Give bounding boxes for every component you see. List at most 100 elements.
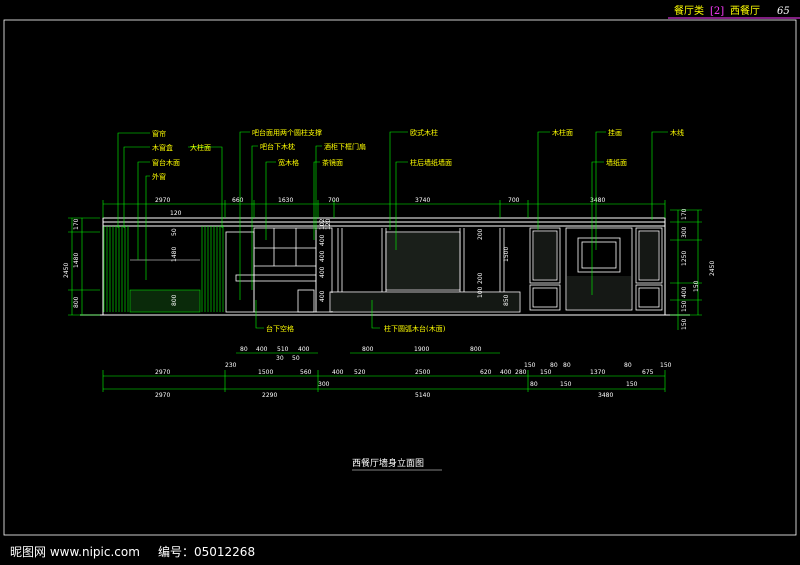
dim-b2t-2: 150 (524, 362, 536, 369)
dim-right-1: 170 (681, 208, 688, 220)
dim-top-5: 3740 (415, 197, 430, 204)
dim-b2t-4: 80 (563, 362, 571, 369)
dim-left-4: 2450 (63, 263, 70, 278)
dim-mid-9: 850 (503, 294, 510, 306)
label-wide-wood-grid: 宽木格 (278, 158, 299, 167)
dim-b1-1: 80 (240, 346, 248, 353)
dim-b2-2: 1500 (258, 369, 273, 376)
dim-b1-6: 1900 (414, 346, 429, 353)
dim-b2t-6: 150 (660, 362, 672, 369)
dim-left-5: 50 (171, 228, 178, 236)
left-dimension-lines (68, 217, 100, 316)
right-dimension-lines (670, 209, 702, 330)
arc-wood-platform (331, 293, 519, 311)
dim-right-6: 150 (681, 300, 688, 312)
dim-left-2: 1480 (73, 253, 80, 268)
leader-lines (117, 131, 668, 329)
dim-mid-4: 400 (319, 250, 326, 262)
dim-right-7: 150 (693, 280, 700, 292)
dim-mid-10: 200 (477, 272, 484, 284)
drawing-title: 西餐厅墙身立面图 (352, 457, 424, 469)
dim-b3-3: 5140 (415, 392, 430, 399)
label-wine-cabinet-door: 酒柜下框门扇 (324, 142, 366, 151)
dim-right-2: 300 (681, 226, 688, 238)
label-outer-window: 外窗 (152, 172, 166, 181)
dim-mid-7: 200 (477, 228, 484, 240)
column-section (329, 228, 521, 313)
dim-top-small: 120 (170, 210, 182, 217)
dim-b2-11: 1370 (590, 369, 605, 376)
dim-b2-12: 675 (642, 369, 654, 376)
dim-top-4: 700 (328, 197, 340, 204)
dim-left-1: 170 (73, 218, 80, 230)
label-wood-window-box: 木窗盒 (152, 143, 173, 152)
dim-top-6: 700 (508, 197, 520, 204)
dim-top-1: 2970 (155, 197, 170, 204)
dim-mid-2: 120 (325, 218, 332, 230)
dim-b2-7: 620 (480, 369, 492, 376)
dim-b3t-3: 150 (560, 381, 572, 388)
dim-b2-9: 280 (515, 369, 527, 376)
label-arc-wood-platform: 柱下圆弧木台(木面) (384, 324, 446, 333)
sheet-border (3, 19, 797, 536)
dim-right-8: 150 (681, 318, 688, 330)
label-european-column: 欧式木柱 (410, 128, 438, 137)
dim-b2-4: 400 (332, 369, 344, 376)
dim-b2-3: 560 (300, 369, 312, 376)
dim-b1b-2: 50 (292, 355, 300, 362)
dim-b2-8: 400 (500, 369, 512, 376)
header-title-3: 西餐厅 (730, 4, 760, 17)
dim-b2t-1: 230 (225, 362, 237, 369)
label-hanging-painting: 挂画 (608, 128, 622, 137)
dim-b3-1: 2970 (155, 392, 170, 399)
watermark-footer: 昵图网 www.nipic.com 编号：05012268 (0, 537, 800, 565)
dim-mid-8: 1500 (503, 247, 510, 262)
dim-right-4: 2450 (709, 261, 716, 276)
curtain-right (201, 226, 224, 312)
dim-top-2: 660 (232, 197, 244, 204)
dim-b3t-2: 80 (530, 381, 538, 388)
dim-b3t-4: 150 (626, 381, 638, 388)
dim-b2t-3: 80 (550, 362, 558, 369)
dim-b1-7: 800 (470, 346, 482, 353)
dim-b3-2: 2290 (262, 392, 277, 399)
dim-right-5: 400 (681, 286, 688, 298)
header-title-2: [2] (710, 6, 724, 17)
dim-mid-5: 400 (319, 266, 326, 278)
dim-left-3: 800 (73, 296, 80, 308)
dim-b2-6: 2500 (415, 369, 430, 376)
right-wall-panels (529, 227, 663, 311)
window-sill-panel (129, 289, 201, 313)
label-wood-column-face: 木柱面 (552, 128, 573, 137)
dim-b2-5: 520 (354, 369, 366, 376)
dim-b1b-1: 30 (276, 355, 284, 362)
label-bar-columns: 吧台面用两个圆柱支撑 (252, 128, 322, 137)
wallpaper-panel (387, 233, 459, 289)
top-dimension-line (102, 200, 666, 218)
header-title-1: 餐厅类 (674, 4, 704, 17)
label-sill-wood: 窗台木面 (152, 158, 180, 167)
dim-top-7: 3480 (590, 197, 605, 204)
dim-mid-1: 102 (319, 218, 326, 230)
dim-left-7: 800 (171, 294, 178, 306)
dim-top-3: 1630 (278, 197, 293, 204)
dim-b1-4: 400 (298, 346, 310, 353)
curtain-left (103, 226, 129, 312)
dim-b1-2: 400 (256, 346, 268, 353)
dim-b1-5: 800 (362, 346, 374, 353)
dim-left-6: 1480 (171, 247, 178, 262)
label-wallpaper-behind-column: 柱后墙纸墙面 (410, 158, 452, 167)
label-curtain: 窗帘 (152, 129, 166, 138)
label-wood-moulding: 木线 (670, 128, 684, 137)
watermark-site: 昵图网 www.nipic.com (10, 545, 140, 559)
dim-b2-1: 2970 (155, 369, 170, 376)
dim-mid-6: 400 (319, 290, 326, 302)
dim-mid-3: 400 (319, 234, 326, 246)
dim-b3-4: 3480 (598, 392, 613, 399)
dim-mid-11: 100 (477, 286, 484, 298)
header-page-number: 65 (777, 6, 790, 17)
watermark-id: 编号：05012268 (158, 545, 256, 559)
dim-right-3: 1250 (681, 251, 688, 266)
